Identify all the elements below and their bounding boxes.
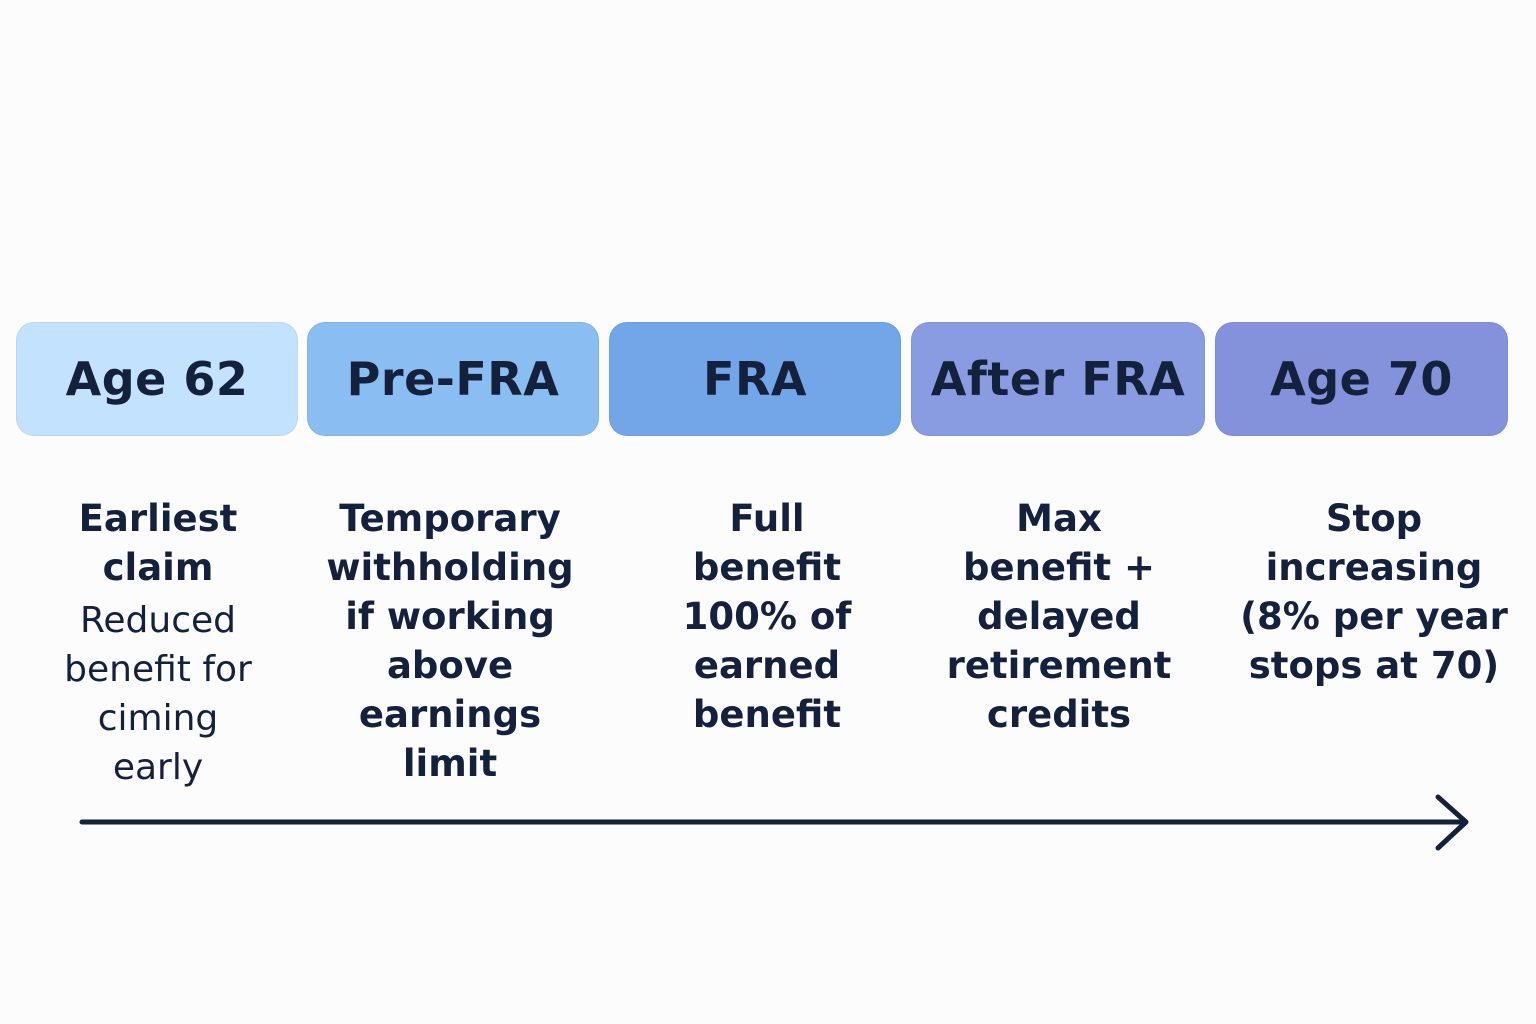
stage-label: Pre-FRA <box>346 352 560 406</box>
stage-box-age-62: Age 62 <box>16 322 298 436</box>
stage-box-age-70: Age 70 <box>1215 322 1508 436</box>
description-strong: Stop increasing (8% per year stops at 70… <box>1240 497 1508 687</box>
stage-label: Age 62 <box>65 352 249 406</box>
arrow-head-icon <box>1435 794 1469 851</box>
stage-description-fra: Full benefit 100% of earned benefit <box>652 494 882 739</box>
stage-description-age-62: Earliest claim Reduced benefit for cimin… <box>52 494 264 792</box>
stage-description-after-fra: Max benefit + delayed retirement credits <box>940 494 1178 739</box>
stage-box-after-fra: After FRA <box>911 322 1205 436</box>
description-strong: Full benefit 100% of earned benefit <box>682 497 852 736</box>
stage-label: Age 70 <box>1270 352 1453 406</box>
stage-description-age-70: Stop increasing (8% per year stops at 70… <box>1226 494 1522 690</box>
description-strong: Earliest claim <box>78 497 238 589</box>
description-strong: Temporary withholding if working above e… <box>326 497 574 785</box>
description-strong: Max benefit + delayed retirement credits <box>946 497 1172 736</box>
description-light: Reduced benefit for ciming early <box>64 600 252 788</box>
stage-box-fra: FRA <box>609 322 901 436</box>
stage-box-pre-fra: Pre-FRA <box>307 322 599 436</box>
stage-label: FRA <box>703 352 807 406</box>
stage-label: After FRA <box>930 352 1186 406</box>
stage-description-pre-fra: Temporary withholding if working above e… <box>322 494 578 788</box>
